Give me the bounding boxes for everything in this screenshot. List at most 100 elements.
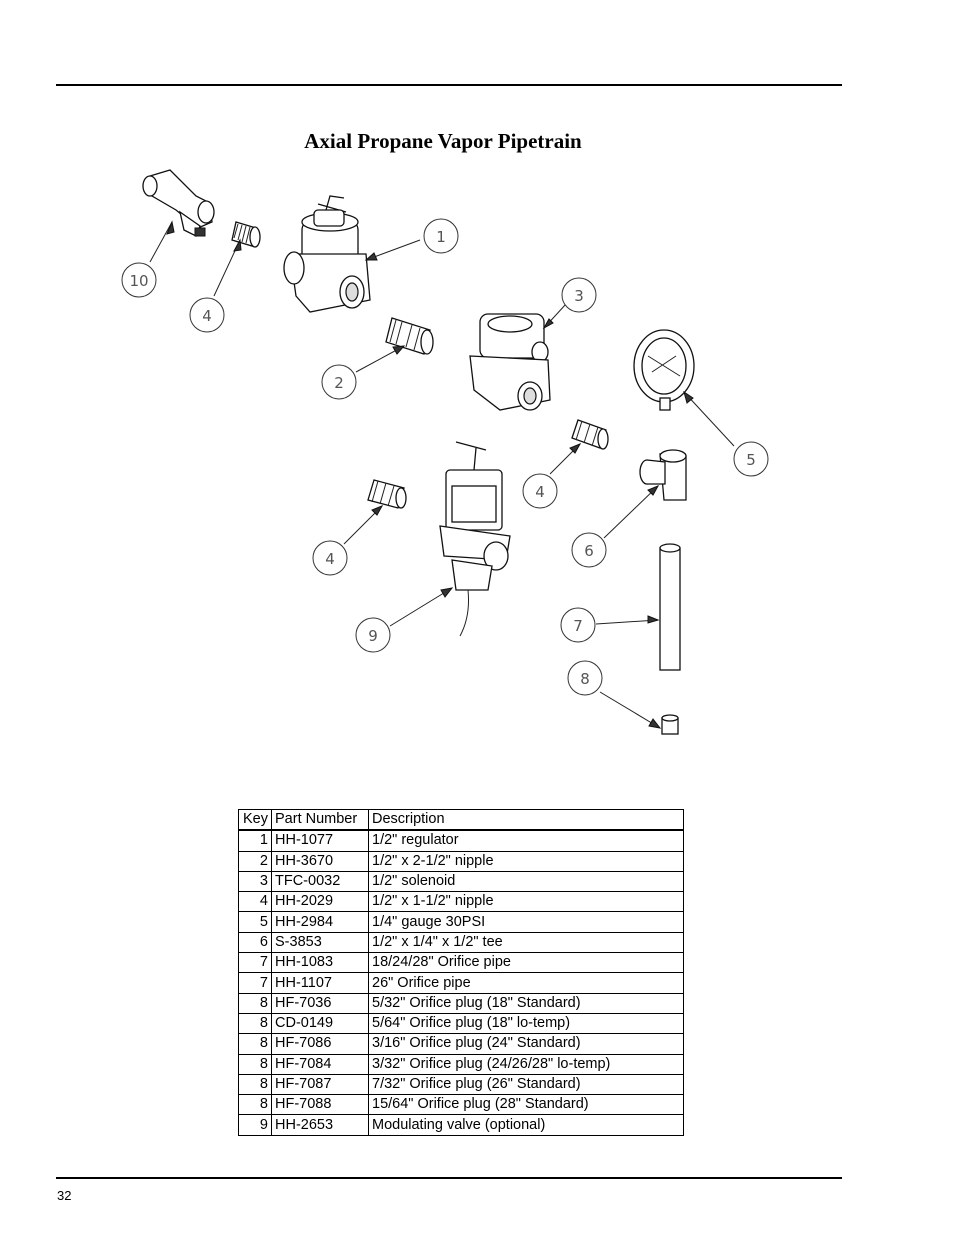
cell-key: 8 [238,992,272,1014]
cell-part-number: CD-0149 [271,1012,369,1035]
exploded-parts-diagram: 10 4 1 2 3 5 4 6 4 9 7 8 [121,169,769,735]
svg-text:4: 4 [535,483,545,501]
callout-8: 8 [567,660,603,696]
svg-text:4: 4 [325,550,335,568]
leader-lines [149,220,735,729]
cell-key: 8 [238,1053,272,1075]
callout-3: 3 [561,277,597,313]
cell-part-number: TFC-0032 [271,870,369,893]
part-orifice-plug [661,714,679,735]
top-rule [56,84,842,86]
cell-key: 9 [238,1114,272,1136]
callout-5: 5 [733,441,769,477]
callout-4: 4 [312,540,348,576]
callout-9: 9 [355,617,391,653]
part-orifice-pipe [659,543,681,671]
cell-part-number: HF-7088 [271,1094,369,1116]
cell-description: 18/24/28" Orifice pipe [368,952,684,974]
cell-part-number: HH-1077 [271,829,369,852]
part-nipple-4a [231,221,261,248]
cell-part-number: HH-1107 [271,972,369,994]
callout-7: 7 [560,607,596,643]
cell-description: 5/64" Orifice plug (18" lo-temp) [368,1012,684,1035]
svg-text:10: 10 [129,272,148,290]
cell-part-number: HF-7036 [271,992,369,1014]
part-tee [639,449,687,501]
header-part-number: Part Number [271,809,369,832]
cell-part-number: HF-7084 [271,1053,369,1075]
cell-part-number: HF-7087 [271,1073,369,1096]
callout-1: 1 [423,218,459,254]
part-nipple-2 [385,317,434,355]
cell-part-number: HF-7086 [271,1033,369,1055]
cell-key: 7 [238,972,272,994]
svg-text:5: 5 [746,451,756,469]
callout-4: 4 [189,297,225,333]
cell-part-number: HH-3670 [271,850,369,872]
cell-part-number: HH-2984 [271,911,369,933]
svg-text:1: 1 [436,228,446,246]
callout-4: 4 [522,473,558,509]
cell-description: 3/32" Orifice plug (24/26/28" lo-temp) [368,1053,684,1075]
cell-description: 1/2" solenoid [368,870,684,893]
cell-key: 8 [238,1033,272,1055]
part-nipple-4b [571,419,609,450]
svg-text:7: 7 [573,617,583,635]
cell-description: 26" Orifice pipe [368,972,684,994]
callout-10: 10 [121,262,157,298]
cell-key: 8 [238,1012,272,1035]
cell-description: 1/2" x 2-1/2" nipple [368,850,684,872]
callout-6: 6 [571,532,607,568]
cell-key: 8 [238,1094,272,1116]
cell-key: 2 [238,850,272,872]
part-nipple-4c [367,479,407,509]
cell-part-number: HH-2653 [271,1114,369,1136]
cell-description: 7/32" Orifice plug (26" Standard) [368,1073,684,1096]
part-gauge [633,329,695,411]
cell-key: 6 [238,931,272,954]
bottom-rule [56,1177,842,1179]
cell-description: 3/16" Orifice plug (24" Standard) [368,1033,684,1055]
cell-key: 4 [238,891,272,913]
page-title: Axial Propane Vapor Pipetrain [304,129,582,153]
cell-description: 1/2" regulator [368,829,684,852]
svg-text:3: 3 [574,287,584,305]
cell-part-number: HH-1083 [271,952,369,974]
part-solenoid [469,313,551,411]
cell-description: 1/2" x 1-1/2" nipple [368,891,684,913]
cell-description: Modulating valve (optional) [368,1114,684,1136]
cell-key: 7 [238,952,272,974]
part-regulator [283,195,371,313]
cell-key: 5 [238,911,272,933]
table-header-row: Key Part Number Description [238,809,684,832]
cell-key: 3 [238,870,272,893]
part-modulating-valve [439,441,511,637]
header-description: Description [368,809,684,832]
svg-text:6: 6 [584,542,594,560]
cell-description: 1/4" gauge 30PSI [368,911,684,933]
svg-text:9: 9 [368,627,378,645]
part-y-strainer [142,169,215,237]
cell-key: 8 [238,1073,272,1096]
cell-part-number: HH-2029 [271,891,369,913]
cell-key: 1 [238,829,272,852]
cell-description: 15/64" Orifice plug (28" Standard) [368,1094,684,1116]
svg-text:4: 4 [202,307,212,325]
page-number: 32 [57,1188,72,1203]
